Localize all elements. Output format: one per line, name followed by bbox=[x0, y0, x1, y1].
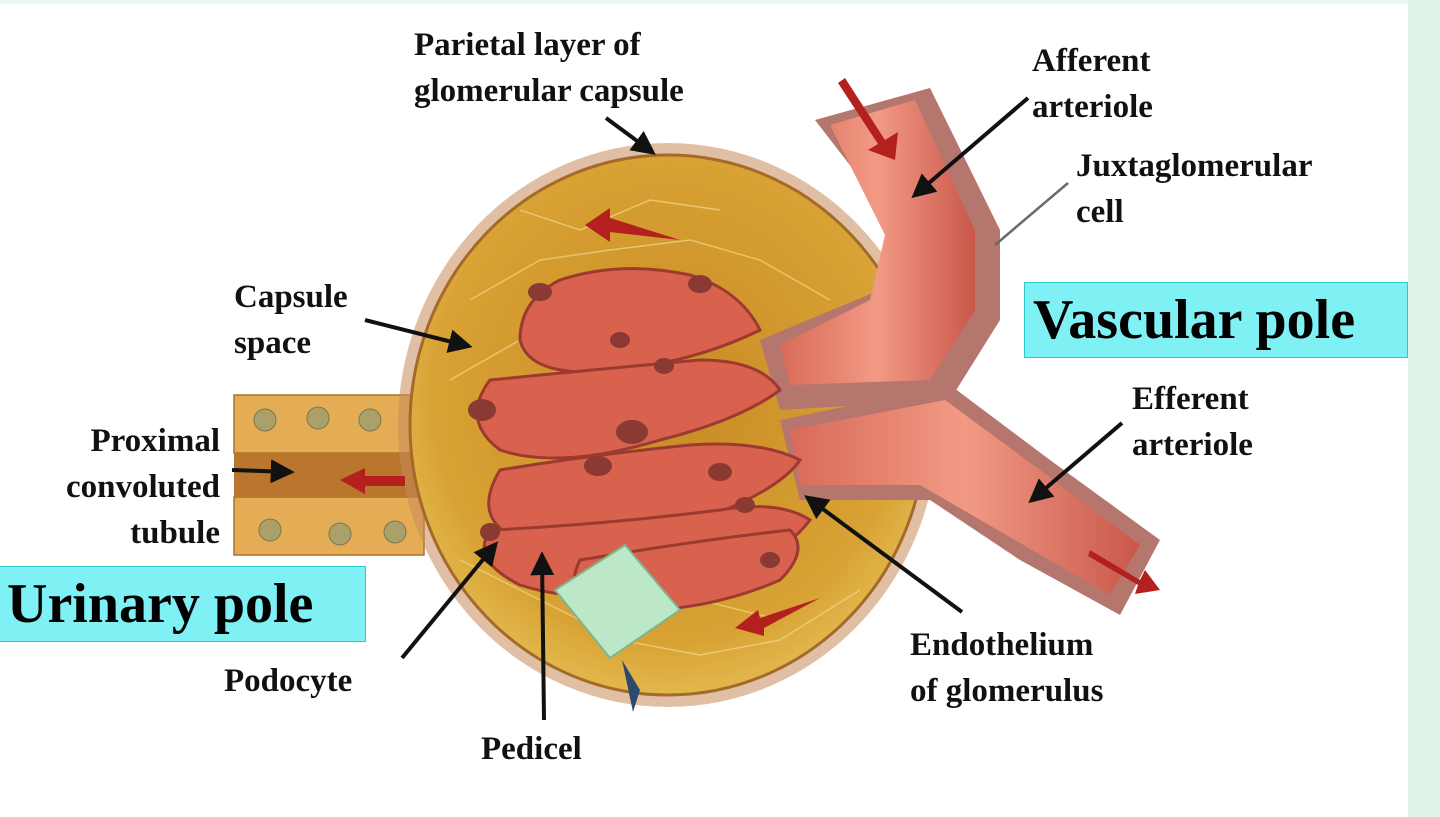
label-endothelium-of-glomerulus: Endothelium of glomerulus bbox=[910, 627, 1104, 709]
efferent-arteriole-shape bbox=[780, 385, 1160, 615]
top-edge-strip bbox=[0, 0, 1408, 4]
urinary-pole-label: Urinary pole bbox=[0, 566, 366, 642]
juxtaglomerular-pointer bbox=[994, 182, 1069, 246]
label-proximal-convoluted-tubule: Proximal convoluted tubule bbox=[65, 423, 220, 551]
label-pointers bbox=[231, 96, 1124, 721]
inset-marker bbox=[622, 660, 640, 712]
vascular-pole-label: Vascular pole bbox=[1024, 282, 1408, 358]
label-efferent-arteriole: Efferent arteriole bbox=[1132, 381, 1253, 463]
glomerulus-illustration bbox=[231, 78, 1160, 721]
afferent-arteriole-shape bbox=[760, 88, 1000, 410]
label-parietal-layer: Parietal layer of glomerular capsule bbox=[414, 27, 684, 109]
label-pedicel: Pedicel bbox=[481, 731, 582, 767]
proximal-tubule-shape bbox=[233, 394, 425, 556]
podocyte-inset-cutout bbox=[553, 543, 682, 660]
label-juxtaglomerular-cell: Juxtaglomerular cell bbox=[1076, 148, 1313, 230]
label-afferent-arteriole: Afferent arteriole bbox=[1032, 43, 1153, 125]
right-edge-strip bbox=[1408, 0, 1440, 817]
label-capsule-space: Capsule space bbox=[234, 279, 348, 361]
label-podocyte: Podocyte bbox=[224, 663, 353, 699]
blood-flow-arrows bbox=[340, 78, 1160, 636]
